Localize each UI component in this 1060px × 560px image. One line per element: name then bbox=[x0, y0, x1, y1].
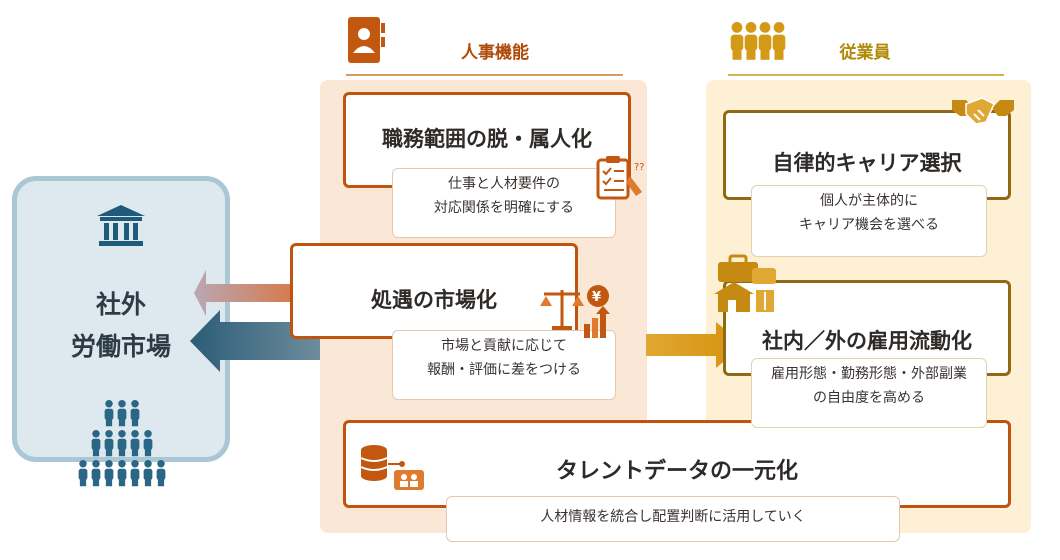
yen-symbol: ¥ bbox=[592, 290, 601, 305]
talent-data-description: 人材情報を統合し配置判断に活用していく bbox=[446, 496, 900, 542]
talent-data-desc-line1: 人材情報を統合し配置判断に活用していく bbox=[540, 509, 806, 525]
external-label-line1: 社外 bbox=[95, 290, 146, 319]
employment-mobility-desc-line1: 雇用形態・勤務形態・外部副業 bbox=[771, 366, 967, 382]
to-mobility-arrow bbox=[646, 322, 744, 368]
handshake-icon bbox=[952, 97, 1014, 125]
talent-data-title: タレントデータの一元化 bbox=[555, 459, 798, 484]
crowd-person bbox=[117, 460, 127, 487]
staff-person bbox=[758, 22, 772, 60]
duty-scope-description: 仕事と人材要件の 対応関係を明確にする bbox=[392, 168, 616, 238]
external-labor-market-label: 社外 労働市場 bbox=[12, 284, 230, 368]
crowd-person bbox=[91, 430, 101, 457]
luggage-house-icon bbox=[714, 254, 776, 312]
employment-mobility-description: 雇用形態・勤務形態・外部副業 の自由度を高める bbox=[751, 358, 987, 428]
bank-icon bbox=[97, 205, 145, 246]
question-marks: ?? bbox=[634, 162, 645, 173]
crowd-person bbox=[143, 430, 153, 457]
inflow-arrow bbox=[190, 310, 320, 372]
market-treatment-description: 市場と貢献に応じて 報酬・評価に差をつける bbox=[392, 330, 616, 400]
staff-person bbox=[772, 22, 786, 60]
employee-title-underline bbox=[728, 74, 1004, 76]
market-treatment-title: 処遇の市場化 bbox=[371, 288, 497, 312]
database-people-icon bbox=[360, 445, 424, 490]
career-choice-desc-line2: キャリア機会を選べる bbox=[799, 217, 939, 233]
crowd-person bbox=[104, 460, 114, 487]
crowd-person bbox=[91, 460, 101, 487]
crowd-person bbox=[156, 460, 166, 487]
career-choice-description: 個人が主体的に キャリア機会を選べる bbox=[751, 185, 987, 257]
career-choice-desc-line1: 個人が主体的に bbox=[820, 193, 918, 209]
crowd-person bbox=[143, 460, 153, 487]
crowd-person bbox=[130, 430, 140, 457]
market-treatment-desc-line1: 市場と貢献に応じて bbox=[441, 338, 567, 354]
hr-title-underline bbox=[346, 74, 623, 76]
hr-contact-icon bbox=[348, 17, 385, 63]
hr-column-title: 人事機能 bbox=[461, 43, 529, 63]
crowd-person bbox=[130, 400, 140, 427]
crowd-icon bbox=[78, 400, 166, 487]
talent-data-box: タレントデータの一元化 bbox=[343, 420, 1011, 508]
crowd-person bbox=[104, 400, 114, 427]
duty-scope-desc-line1: 仕事と人材要件の bbox=[448, 176, 560, 192]
market-treatment-desc-line2: 報酬・評価に差をつける bbox=[427, 362, 581, 378]
external-label-line2: 労働市場 bbox=[70, 332, 171, 361]
outflow-arrow bbox=[194, 270, 324, 316]
checklist-icon: ?? bbox=[596, 156, 645, 200]
staff-person bbox=[730, 22, 744, 60]
employment-mobility-title: 社内／外の雇用流動化 bbox=[762, 329, 972, 353]
employment-mobility-desc-line2: の自由度を高める bbox=[813, 390, 925, 406]
crowd-person bbox=[78, 460, 88, 487]
crowd-person bbox=[130, 460, 140, 487]
duty-scope-title: 職務範囲の脱・属人化 bbox=[382, 127, 592, 151]
career-choice-title: 自律的キャリア選択 bbox=[772, 151, 962, 175]
market-treatment-box: 処遇の市場化 bbox=[290, 243, 578, 339]
employee-column-title: 従業員 bbox=[839, 43, 891, 63]
scale-yen-icon: ¥ bbox=[540, 285, 610, 338]
crowd-person bbox=[117, 400, 127, 427]
crowd-person bbox=[117, 430, 127, 457]
flow-arrows bbox=[190, 270, 324, 372]
staff-person bbox=[744, 22, 758, 60]
crowd-person bbox=[104, 430, 114, 457]
duty-scope-desc-line2: 対応関係を明確にする bbox=[433, 200, 575, 216]
staff-group-icon bbox=[730, 22, 786, 60]
